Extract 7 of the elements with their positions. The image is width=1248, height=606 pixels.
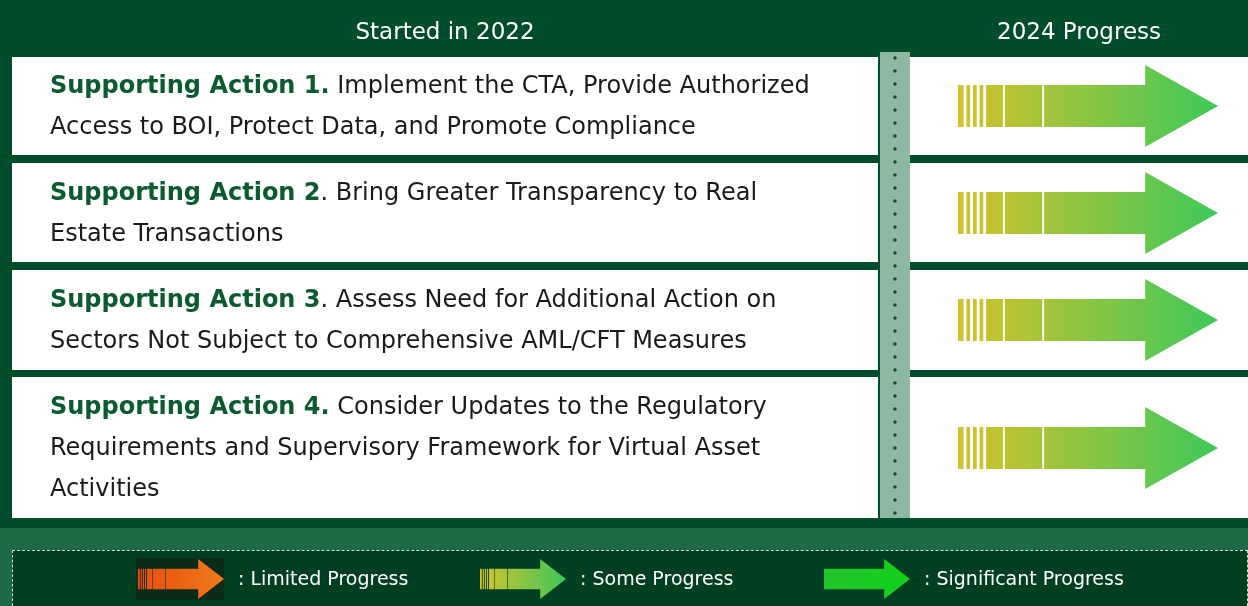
action-text: Supporting Action 4. Consider Updates to the Regulatory Requirements and Supervisory Framework for Virtual Asset Activities (12, 377, 878, 518)
action-text: Supporting Action 1. Implement the CTA, Provide Authorized Access to BOI, Protect Data, and Promote Compliance (12, 57, 878, 155)
legend-label: : Some Progress (580, 567, 734, 589)
action-text: Supporting Action 2. Bring Greater Transparency to Real Estate Transactions (12, 163, 878, 262)
legend-label: : Limited Progress (238, 567, 409, 589)
legend-label: : Significant Progress (924, 567, 1124, 589)
action-text: Supporting Action 3. Assess Need for Additional Action on Sectors Not Subject to Comprehensive AML/CFT Measures (12, 270, 878, 370)
